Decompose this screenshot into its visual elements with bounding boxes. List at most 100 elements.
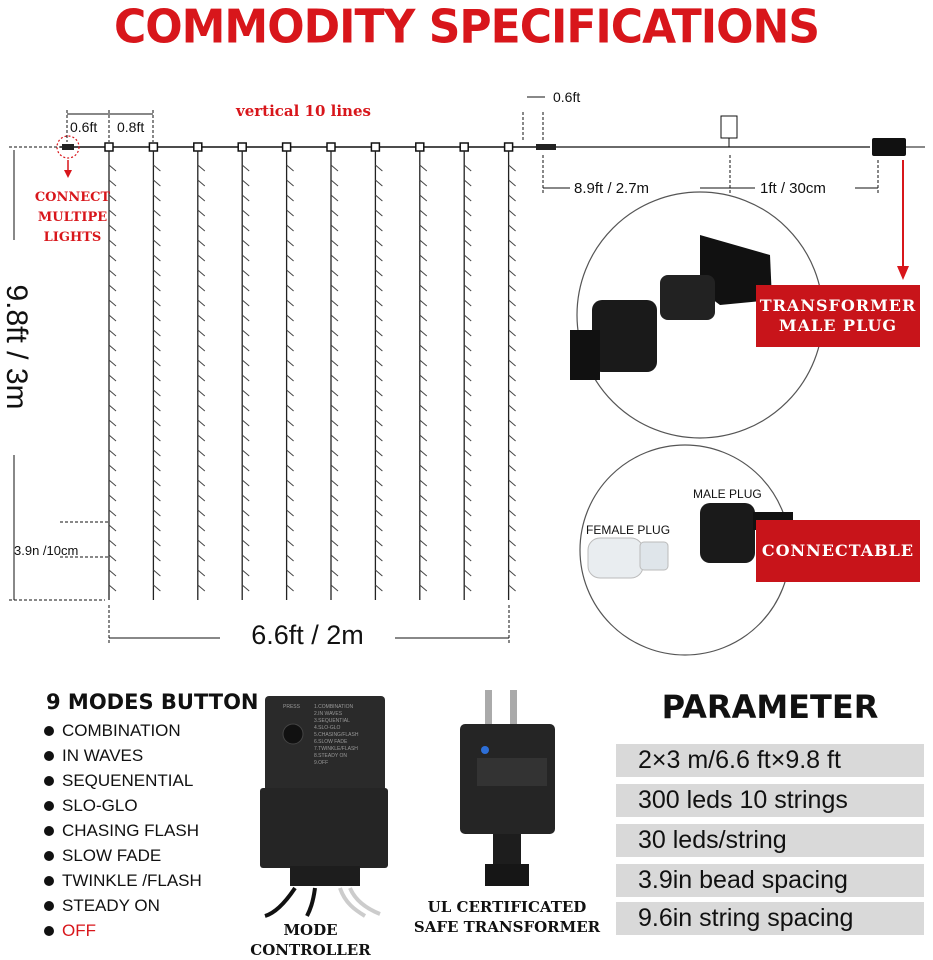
transformer-plug-line2: MALE PLUG (778, 316, 898, 335)
led-bead (108, 239, 117, 247)
string-connector-icon (459, 142, 469, 152)
male-plug-label: MALE PLUG (693, 487, 762, 501)
led-bead (375, 554, 383, 562)
led-bead (153, 344, 161, 352)
led-bead (330, 539, 339, 547)
led-bead (153, 359, 161, 367)
led-bead (108, 464, 117, 472)
led-bead (463, 344, 472, 352)
led-bead (330, 359, 339, 367)
led-bead (241, 404, 250, 412)
led-bead (463, 419, 472, 427)
led-bead (330, 404, 339, 412)
connect-label-line2: MULTIPE LIGHTS (37, 210, 108, 245)
led-bead (286, 524, 294, 532)
led-bead (108, 509, 117, 517)
led-bead (241, 554, 250, 562)
mode-item: SLOW FADE (44, 843, 202, 868)
led-bead (508, 569, 516, 577)
led-bead (330, 164, 339, 172)
string-connector-icon (193, 142, 203, 152)
led-bead (197, 494, 206, 502)
led-bead (463, 284, 472, 292)
mode-item-off: OFF (44, 918, 202, 943)
led-bead (419, 254, 428, 262)
led-bead (508, 254, 516, 262)
width-label: 6.6ft / 2m (251, 620, 364, 650)
led-bead (463, 404, 472, 412)
parameter-row: 3.9in bead spacing (616, 864, 924, 897)
led-bead (375, 164, 383, 172)
led-bead (241, 164, 250, 172)
led-bead (241, 254, 250, 262)
mode-item: STEADY ON (44, 893, 202, 918)
led-bead (286, 164, 294, 172)
led-bead (463, 509, 472, 517)
led-bead (508, 509, 516, 517)
dim-0-6ft-left: 0.6ft (70, 119, 98, 135)
led-bead (241, 179, 250, 187)
led-bead (241, 329, 250, 337)
controller-text: PRESS (283, 704, 300, 711)
led-bead (197, 509, 206, 517)
led-bead (375, 464, 383, 472)
led-bead (153, 494, 161, 502)
led-bead (108, 434, 117, 442)
led-bead (330, 344, 339, 352)
led-bead (108, 179, 117, 187)
parameter-row: 9.6in string spacing (616, 902, 924, 935)
led-bead (419, 464, 428, 472)
controller-mode: 4.SLO-GLO (314, 725, 341, 731)
led-bead (375, 299, 383, 307)
led-bead (508, 314, 516, 322)
led-bead (286, 404, 294, 412)
led-bead (419, 524, 428, 532)
led-bead (463, 254, 472, 262)
led-bead (197, 419, 206, 427)
connector-end-icon (62, 144, 74, 150)
curtain-diagram (9, 96, 925, 656)
led-bead (108, 209, 117, 217)
led-bead (286, 239, 294, 247)
led-bead (286, 569, 294, 577)
led-bead (330, 389, 339, 397)
led-bead (241, 494, 250, 502)
led-bead (197, 584, 206, 592)
dim-0-6ft-right: 0.6ft (553, 89, 581, 105)
led-bead (153, 554, 161, 562)
led-bead (108, 419, 117, 427)
led-bead (241, 194, 250, 202)
led-bead (375, 494, 383, 502)
mode-label: TWINKLE /FLASH (62, 871, 202, 890)
controller-mode: 6.SLOW FADE (314, 739, 348, 745)
led-bead (153, 374, 161, 382)
led-bead (197, 224, 206, 232)
led-bead (419, 374, 428, 382)
arrow-down-icon (64, 170, 72, 178)
led-bead (375, 509, 383, 517)
led-bead (153, 224, 161, 232)
string-connector-icon (281, 142, 292, 152)
led-bead (330, 584, 339, 592)
led-bead (153, 434, 161, 442)
led-bead (197, 239, 206, 247)
led-bead (419, 449, 428, 457)
parameter-title: PARAMETER (661, 688, 879, 726)
led-bead (419, 389, 428, 397)
led-bead (153, 284, 161, 292)
led-bead (241, 344, 250, 352)
led-bead (330, 464, 339, 472)
led-bead (508, 209, 516, 217)
string-connector-icon (148, 142, 159, 152)
string-connector-icon (370, 142, 381, 152)
led-bead (108, 344, 117, 352)
led-bead (463, 494, 472, 502)
height-label: 9.8ft / 3m (0, 284, 33, 410)
mode-label: STEADY ON (62, 896, 160, 915)
led-bead (463, 299, 472, 307)
led-bead (508, 179, 516, 187)
led-bead (375, 584, 383, 592)
led-bead (419, 179, 428, 187)
arrow-down-red-icon (897, 266, 909, 280)
dim-0-8ft: 0.8ft (117, 119, 145, 135)
